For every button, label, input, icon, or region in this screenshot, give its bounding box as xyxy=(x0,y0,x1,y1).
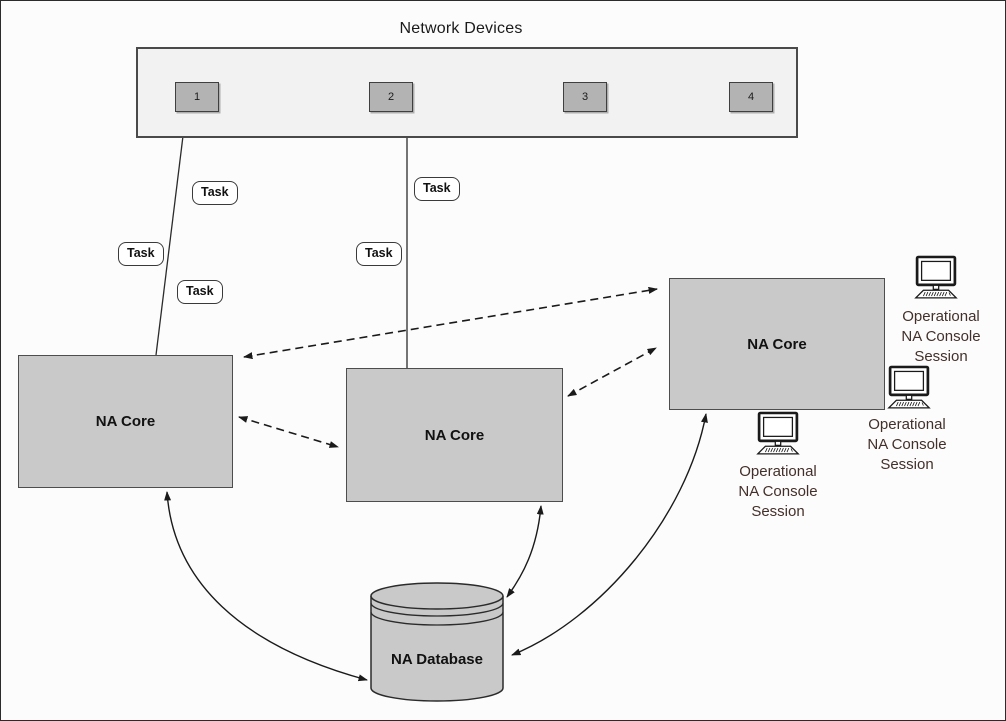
na-core-box-3: NA Core xyxy=(669,278,885,410)
task-badge: Task xyxy=(192,181,238,205)
task-badge: Task xyxy=(118,242,164,266)
core-label: NA Core xyxy=(424,426,485,444)
arrow-core3-database xyxy=(511,413,708,656)
device-box-3: 3 xyxy=(563,82,607,112)
drop-line-core1 xyxy=(155,135,184,356)
device-box-1: 1 xyxy=(175,82,219,112)
diagram-title: Network Devices xyxy=(399,20,523,37)
console-computer-icon xyxy=(909,255,963,303)
database-cylinder xyxy=(370,582,504,702)
device-label: 1 xyxy=(193,91,201,103)
device-label: 4 xyxy=(747,91,755,103)
device-label: 2 xyxy=(387,91,395,103)
na-core-box-1: NA Core xyxy=(18,355,233,488)
console-computer-icon xyxy=(751,411,805,459)
console-session-label: Operational NA Console Session xyxy=(867,416,947,473)
task-badge: Task xyxy=(414,177,460,201)
na-core-box-2: NA Core xyxy=(346,368,563,502)
device-box-4: 4 xyxy=(729,82,773,112)
core-label: NA Core xyxy=(95,413,156,430)
console-computer-icon xyxy=(882,365,936,413)
arrow-core2-database xyxy=(506,505,544,598)
core-label: NA Core xyxy=(747,335,807,353)
dashed-arrow-core1-core3 xyxy=(243,286,658,360)
database-label: NA Database xyxy=(391,651,483,668)
console-session-label: Operational NA Console Session xyxy=(738,463,818,520)
device-box-2: 2 xyxy=(369,82,413,112)
task-badge: Task xyxy=(177,280,223,304)
dashed-arrow-core2-core3 xyxy=(567,347,657,397)
dashed-arrow-core1-core2 xyxy=(238,416,339,448)
device-label: 3 xyxy=(581,91,589,103)
arrow-core1-database xyxy=(164,491,368,682)
task-badge: Task xyxy=(356,242,402,266)
network-devices-container xyxy=(136,47,798,138)
console-session-label: Operational NA Console Session xyxy=(901,308,981,365)
